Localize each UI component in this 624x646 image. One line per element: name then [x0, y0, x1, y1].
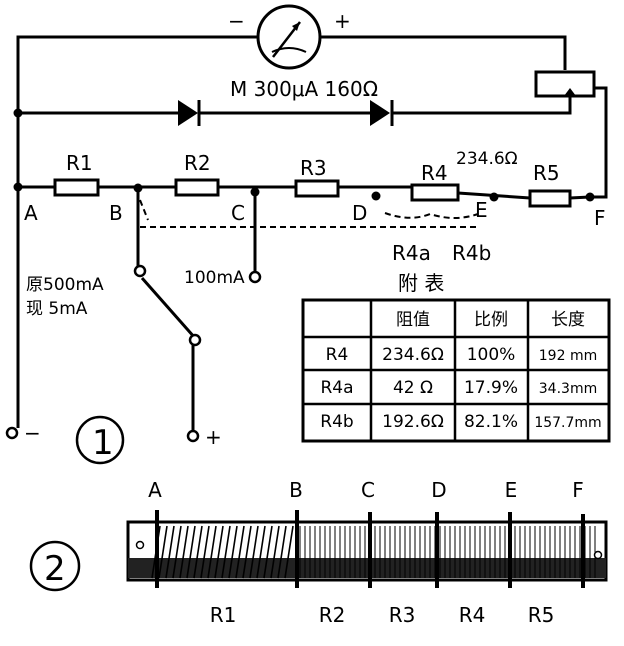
rheostat-top-label: F	[572, 478, 584, 502]
resistor-r3	[294, 179, 340, 198]
figure-2-number: 2	[44, 549, 66, 589]
rheostat-bottom-label: R2	[319, 603, 346, 627]
coil-winding	[172, 525, 182, 579]
tap-r4b: R4b	[452, 241, 491, 265]
potentiometer	[534, 70, 596, 100]
table-cell: 192 mm	[539, 348, 597, 364]
coil-winding	[277, 525, 287, 579]
junction-dots	[13, 108, 595, 202]
meter-plus-label: +	[334, 9, 351, 33]
label-r5: R5	[533, 161, 560, 185]
label-r4: R4	[421, 161, 448, 185]
figure-2-circle	[29, 540, 81, 592]
node-a: A	[24, 201, 38, 225]
coil-winding	[214, 525, 224, 579]
rheostat-bottom-label: R5	[528, 603, 555, 627]
node-e: E	[475, 198, 488, 222]
rheostat-bottom-label: R1	[210, 603, 237, 627]
rheostat-top-label: B	[289, 478, 303, 502]
table-cell: R4b	[320, 412, 353, 432]
coil-winding	[158, 525, 168, 579]
figure-1-circle	[75, 415, 125, 465]
diode-1	[178, 100, 201, 126]
coil-winding	[263, 525, 273, 579]
table-title: 附 表	[398, 271, 444, 295]
figure-1-number: 1	[92, 423, 114, 463]
node-c: C	[231, 201, 245, 225]
table-cell: 192.6Ω	[382, 412, 444, 432]
plus-terminal	[186, 429, 200, 443]
tap-r4a: R4a	[392, 241, 431, 265]
table-header-cell: 长度	[551, 310, 585, 330]
node-b: B	[109, 201, 123, 225]
resistor-r1	[53, 178, 100, 197]
minus-terminal	[5, 426, 19, 440]
table-cell: 17.9%	[464, 378, 518, 398]
plus-terminal-label: +	[205, 425, 222, 449]
dashed-lines	[139, 199, 479, 228]
table-cell: 100%	[467, 345, 516, 365]
minus-terminal-label: −	[24, 421, 41, 445]
switch-original-label: 原500mA	[26, 275, 104, 295]
rheostat-top-label: D	[431, 478, 446, 502]
table-header-cell: 阻值	[396, 310, 430, 330]
table-cell: R4	[326, 345, 349, 365]
meter-minus-label: −	[228, 9, 245, 33]
coil-winding	[228, 525, 238, 579]
rheostat-bottom-label: R4	[459, 603, 486, 627]
switch-contact-100ma	[248, 270, 262, 284]
table-header-cell: 比例	[474, 310, 508, 330]
table-cell: 234.6Ω	[382, 345, 444, 365]
coil-winding	[186, 525, 196, 579]
table-cell: R4a	[320, 378, 353, 398]
label-r2: R2	[184, 151, 211, 175]
label-r4-value: 234.6Ω	[456, 149, 518, 169]
label-r3: R3	[300, 156, 327, 180]
coil-winding	[179, 525, 189, 579]
resistor-r4	[410, 183, 460, 202]
coil-winding	[165, 525, 175, 579]
label-r1: R1	[66, 151, 93, 175]
resistor-r2	[174, 178, 220, 197]
switch-now-label: 现 5mA	[26, 299, 88, 319]
resistor-r5	[528, 189, 572, 208]
circuit-wires	[16, 35, 608, 431]
coil-winding	[235, 525, 245, 579]
coil-winding	[284, 525, 294, 579]
switch-contact-500ma	[133, 264, 147, 278]
coil-winding	[256, 525, 266, 579]
coil-winding	[221, 525, 231, 579]
rheostat	[126, 510, 608, 588]
data-table	[301, 298, 611, 443]
rheostat-top-label: E	[505, 478, 518, 502]
table-cell: 42 Ω	[393, 378, 433, 398]
rheostat-top-label: A	[148, 478, 162, 502]
meter-spec-label: M 300μA 160Ω	[230, 77, 378, 101]
coil-winding	[200, 525, 210, 579]
node-f: F	[594, 206, 606, 230]
table-cell: 82.1%	[464, 412, 518, 432]
rheostat-bottom-label: R3	[389, 603, 416, 627]
rheostat-top-label: C	[361, 478, 375, 502]
coil-winding	[207, 525, 217, 579]
diode-2	[370, 100, 394, 126]
table-cell: 34.3mm	[539, 381, 597, 397]
meter	[256, 4, 322, 70]
coil-winding	[249, 525, 259, 579]
table-cell: 157.7mm	[534, 415, 601, 431]
switch-100ma-label: 100mA	[184, 268, 245, 288]
coil-winding	[270, 525, 280, 579]
coil-winding	[193, 525, 203, 579]
coil-winding	[242, 525, 252, 579]
switch-pivot	[188, 333, 202, 347]
node-d: D	[352, 201, 367, 225]
